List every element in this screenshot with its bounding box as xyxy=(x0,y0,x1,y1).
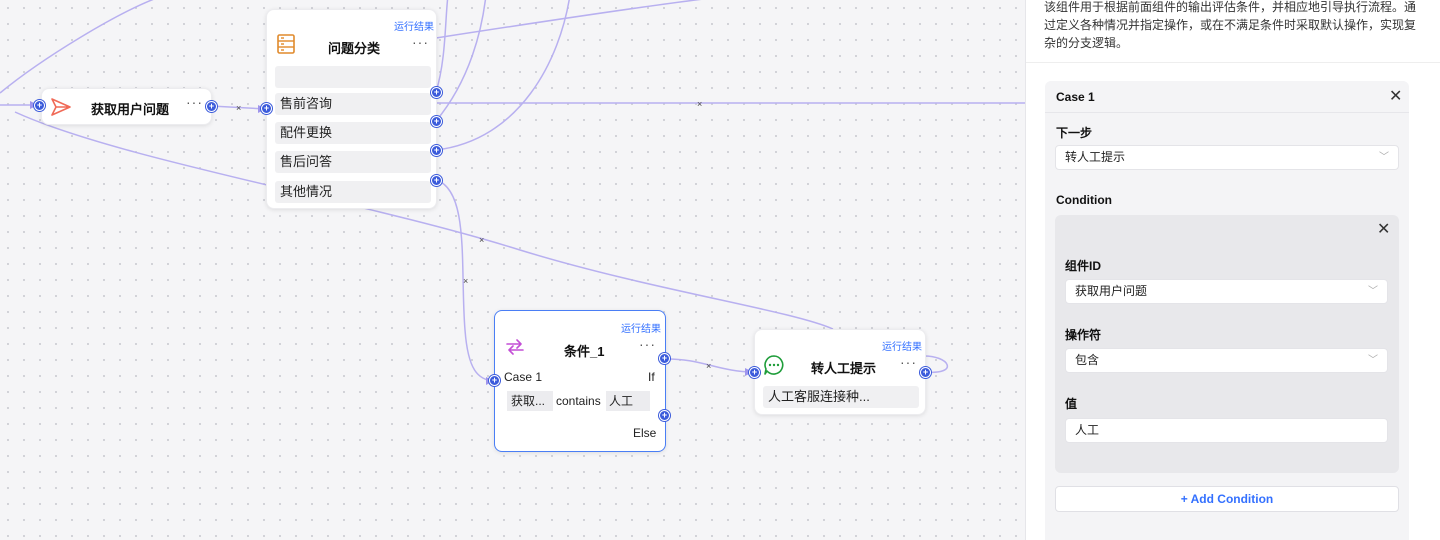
node-transfer-prompt[interactable]: 运行结果 转人工提示 ··· 人工客服连接种... xyxy=(754,329,926,415)
edge-other-condition xyxy=(435,179,495,382)
run-result-link[interactable]: 运行结果 xyxy=(621,324,661,335)
node-title: 条件_1 xyxy=(564,344,605,359)
next-step-label: 下一步 xyxy=(1056,126,1093,140)
component-id-select[interactable]: 获取用户问题 ﹀ xyxy=(1065,279,1388,304)
send-icon xyxy=(50,97,72,122)
more-icon[interactable]: ··· xyxy=(900,354,917,370)
edge-top-5 xyxy=(435,0,570,151)
classify-output-handle-aftersale[interactable]: + xyxy=(431,145,442,156)
node-condition[interactable]: 运行结果 条件_1 ··· Case 1 If 获取... contains 人… xyxy=(494,310,666,452)
edge-delete-mark[interactable]: × xyxy=(479,235,485,245)
classify-item-presale[interactable]: 售前咨询 xyxy=(275,93,431,115)
condition-right-chip: 人工 xyxy=(606,391,650,411)
classify-item-aftersale[interactable]: 售后问答 xyxy=(275,151,431,173)
value-input[interactable]: 人工 xyxy=(1065,418,1388,443)
condition-if-label: If xyxy=(648,370,655,384)
flow-canvas[interactable]: × × × × × 获取用户问题 ··· + + 运行结果 问题分类 ··· 售… xyxy=(0,0,1025,540)
node-input-handle[interactable]: + xyxy=(34,100,45,111)
edge-transfer-loop xyxy=(921,355,948,374)
condition-operator: contains xyxy=(556,394,601,408)
run-result-link[interactable]: 运行结果 xyxy=(394,22,434,33)
operator-select[interactable]: 包含 ﹀ xyxy=(1065,348,1388,373)
next-step-value: 转人工提示 xyxy=(1065,150,1126,164)
condition-case-label: Case 1 xyxy=(504,370,543,384)
operator-label: 操作符 xyxy=(1065,328,1102,342)
chat-icon xyxy=(763,354,785,381)
more-icon[interactable]: ··· xyxy=(412,34,429,50)
condition-label: Condition xyxy=(1056,193,1112,207)
chevron-down-icon: ﹀ xyxy=(1379,152,1389,163)
run-result-link[interactable]: 运行结果 xyxy=(882,342,922,353)
value-text: 人工 xyxy=(1075,423,1100,437)
node-title: 转人工提示 xyxy=(811,361,877,376)
close-icon[interactable]: ✕ xyxy=(1389,88,1403,105)
condition-left-chip: 获取... xyxy=(507,391,553,411)
condition-summary: 获取... contains 人工 xyxy=(504,390,656,412)
edge-top-4 xyxy=(435,0,487,122)
classify-item-other[interactable]: 其他情况 xyxy=(275,181,431,203)
case-title: Case 1 xyxy=(1056,90,1095,104)
more-icon[interactable]: ··· xyxy=(639,336,656,352)
edge-top-3 xyxy=(435,0,449,93)
add-condition-button[interactable]: + Add Condition xyxy=(1055,486,1399,512)
classify-output-handle-presale[interactable]: + xyxy=(431,87,442,98)
node-title: 获取用户问题 xyxy=(91,102,170,117)
edge-delete-mark[interactable]: × xyxy=(236,103,242,113)
condition-settings-panel: 该组件用于根据前面组件的输出评估条件，并相应地引导执行流程。通过定义各种情况并指… xyxy=(1025,0,1440,540)
node-input-handle[interactable]: + xyxy=(749,367,760,378)
edge-delete-mark[interactable]: × xyxy=(697,99,703,109)
edge-top-2 xyxy=(435,0,702,39)
classify-output-handle-other[interactable]: + xyxy=(431,175,442,186)
condition-else-handle[interactable]: + xyxy=(659,410,670,421)
chevron-down-icon: ﹀ xyxy=(1368,286,1378,297)
classify-item-empty[interactable] xyxy=(275,66,431,88)
close-icon[interactable]: ✕ xyxy=(1377,221,1391,238)
list-icon xyxy=(276,33,296,60)
component-id-value: 获取用户问题 xyxy=(1075,284,1148,298)
condition-if-handle[interactable]: + xyxy=(659,353,670,364)
node-title: 问题分类 xyxy=(328,41,381,56)
case-divider xyxy=(1045,112,1409,113)
edge-delete-mark[interactable]: × xyxy=(706,361,712,371)
condition-else-label: Else xyxy=(633,426,657,440)
node-input-handle[interactable]: + xyxy=(489,375,500,386)
edges-layer xyxy=(0,0,1025,385)
operator-value: 包含 xyxy=(1075,353,1100,367)
edge-top-1 xyxy=(0,0,154,94)
classify-output-handle-parts[interactable]: + xyxy=(431,116,442,127)
component-id-label: 组件ID xyxy=(1065,259,1102,273)
next-step-select[interactable]: 转人工提示 ﹀ xyxy=(1055,145,1399,170)
component-description: 该组件用于根据前面组件的输出评估条件，并相应地引导执行流程。通过定义各种情况并指… xyxy=(1044,0,1417,50)
edge-get-transfer xyxy=(14,111,834,330)
panel-divider xyxy=(1026,62,1440,63)
condition-card: ✕ 组件ID 获取用户问题 ﹀ 操作符 包含 ﹀ 值 人工 xyxy=(1055,215,1399,473)
node-question-classify[interactable]: 运行结果 问题分类 ··· 售前咨询 配件更换 售后问答 其他情况 xyxy=(266,9,437,209)
switch-icon xyxy=(504,337,526,362)
node-input-handle[interactable]: + xyxy=(261,103,272,114)
node-output-handle[interactable]: + xyxy=(206,101,217,112)
chevron-down-icon: ﹀ xyxy=(1368,355,1378,366)
edge-if-transfer xyxy=(663,358,754,373)
classify-item-parts[interactable]: 配件更换 xyxy=(275,122,431,144)
node-get-user-question[interactable]: 获取用户问题 ··· xyxy=(41,88,212,125)
transfer-message[interactable]: 人工客服连接种... xyxy=(763,386,919,408)
edge-delete-mark[interactable]: × xyxy=(463,276,469,286)
node-output-handle[interactable]: + xyxy=(920,367,931,378)
case-card: Case 1 ✕ 下一步 转人工提示 ﹀ Condition ✕ 组件ID 获取… xyxy=(1045,81,1409,540)
edge-get-classify xyxy=(210,105,267,110)
more-icon[interactable]: ··· xyxy=(186,94,203,110)
value-label: 值 xyxy=(1065,397,1078,411)
